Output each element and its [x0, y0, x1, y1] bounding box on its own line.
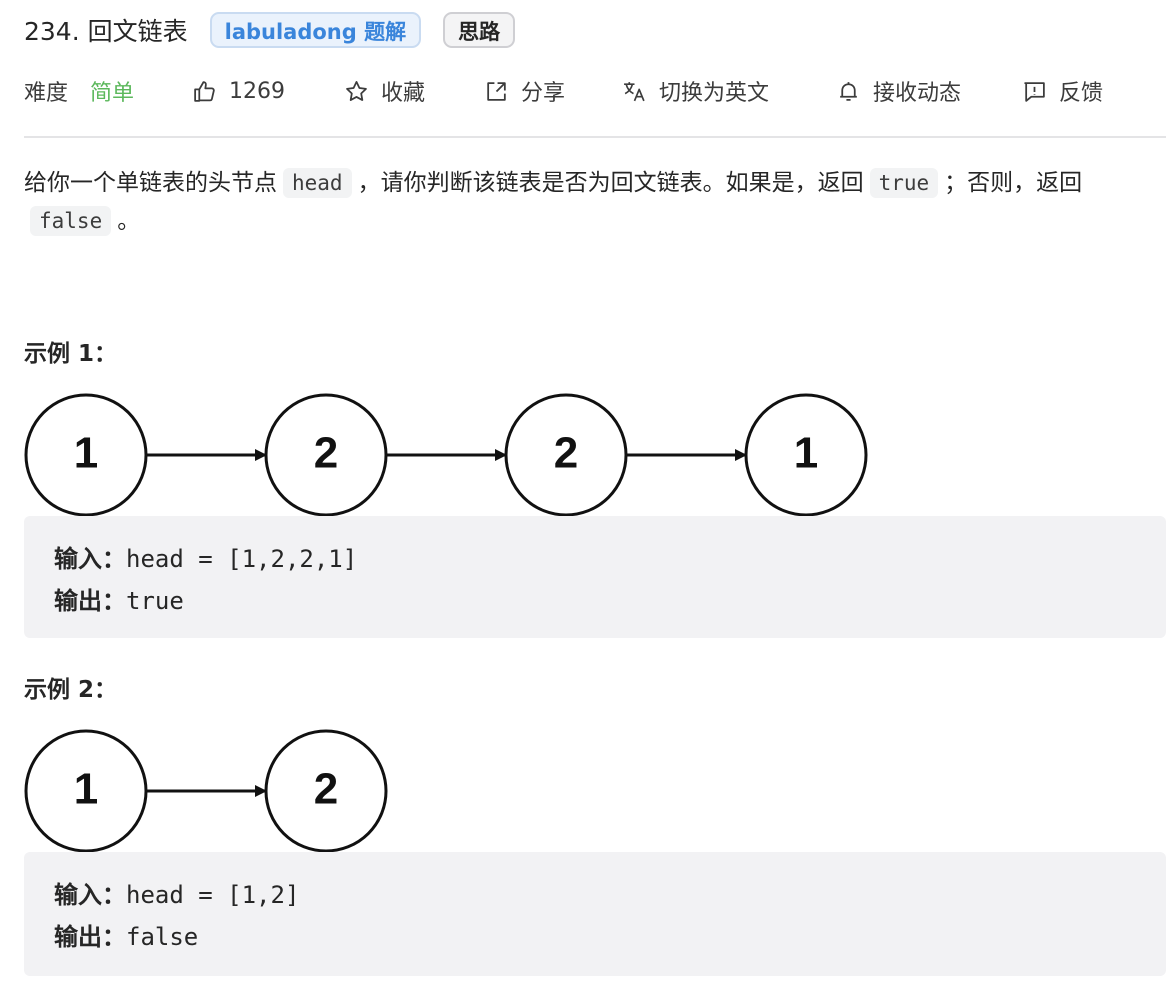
list-node-value: 1	[74, 765, 98, 814]
inline-code-true: true	[869, 168, 939, 198]
example-1-input-line: 输入：head = [1,2,2,1]	[54, 538, 1136, 580]
input-value: head = [1,2,2,1]	[126, 545, 358, 573]
subscribe-label: 接收动态	[873, 81, 962, 106]
switch-language-label: 切换为英文	[659, 81, 770, 106]
difficulty: 难度 简单	[24, 70, 134, 112]
example-1-output-line: 输出：true	[54, 580, 1136, 622]
example-2-title: 示例 2：	[24, 677, 118, 703]
favorite-button[interactable]: 收藏	[344, 70, 425, 112]
meta-toolbar: 难度 简单 1269 收藏 分享 切换为英文 接收动态	[24, 70, 1166, 112]
feedback-icon	[1024, 81, 1045, 102]
like-count: 1269	[229, 78, 285, 104]
divider	[24, 136, 1166, 138]
difficulty-label: 难度	[24, 81, 69, 106]
switch-language-button[interactable]: 切换为英文	[622, 70, 769, 112]
translate-icon	[624, 81, 645, 101]
list-node-circle	[264, 729, 388, 853]
example-2-output-line: 输出：false	[54, 916, 1136, 958]
list-node-value: 2	[314, 765, 338, 814]
like-button[interactable]: 1269	[192, 70, 285, 112]
share-icon	[487, 81, 506, 101]
output-value: false	[126, 923, 199, 951]
labuladong-solution-tag[interactable]: labuladong 题解	[209, 12, 422, 48]
feedback-label: 反馈	[1059, 81, 1104, 106]
thumbs-up-icon	[194, 80, 215, 102]
description-text: ；否则，返回	[944, 170, 1083, 196]
example-1-code-block: 输入：head = [1,2,2,1] 输出：true	[24, 516, 1166, 638]
input-label: 输入：	[54, 881, 126, 909]
inline-code-false: false	[30, 206, 112, 236]
idea-tag[interactable]: 思路	[443, 12, 516, 48]
example-1-title: 示例 1：	[24, 341, 118, 367]
star-icon	[346, 80, 367, 101]
example-2-code-block: 输入：head = [1,2] 输出：false	[24, 852, 1166, 976]
title-row: 234. 回文链表 labuladong 题解 思路	[24, 12, 516, 48]
output-value: true	[126, 587, 184, 615]
bell-icon	[840, 81, 857, 101]
subscribe-button[interactable]: 接收动态	[836, 70, 961, 112]
problem-title: 234. 回文链表	[24, 17, 188, 46]
linked-list-diagram-1: 1 2 2 1	[24, 393, 868, 517]
share-label: 分享	[521, 81, 566, 106]
description-text: 。	[117, 208, 141, 234]
inline-code-head: head	[283, 168, 352, 198]
difficulty-value: 简单	[90, 81, 135, 106]
description-text: ，请你判断该链表是否为回文链表。如果是，返回	[357, 170, 864, 196]
favorite-label: 收藏	[381, 81, 426, 106]
list-node-value: 1	[794, 429, 818, 478]
example-2-input-line: 输入：head = [1,2]	[54, 874, 1136, 916]
list-node-circle	[744, 393, 868, 517]
share-button[interactable]: 分享	[484, 70, 565, 112]
output-label: 输出：	[54, 587, 126, 615]
list-node-value: 1	[74, 429, 98, 478]
list-node-value: 2	[314, 429, 338, 478]
feedback-button[interactable]: 反馈	[1022, 70, 1103, 112]
description-text: 给你一个单链表的头节点	[24, 170, 277, 196]
output-label: 输出：	[54, 923, 126, 951]
input-value: head = [1,2]	[126, 881, 300, 909]
list-node-value: 2	[554, 429, 578, 478]
input-label: 输入：	[54, 545, 126, 573]
